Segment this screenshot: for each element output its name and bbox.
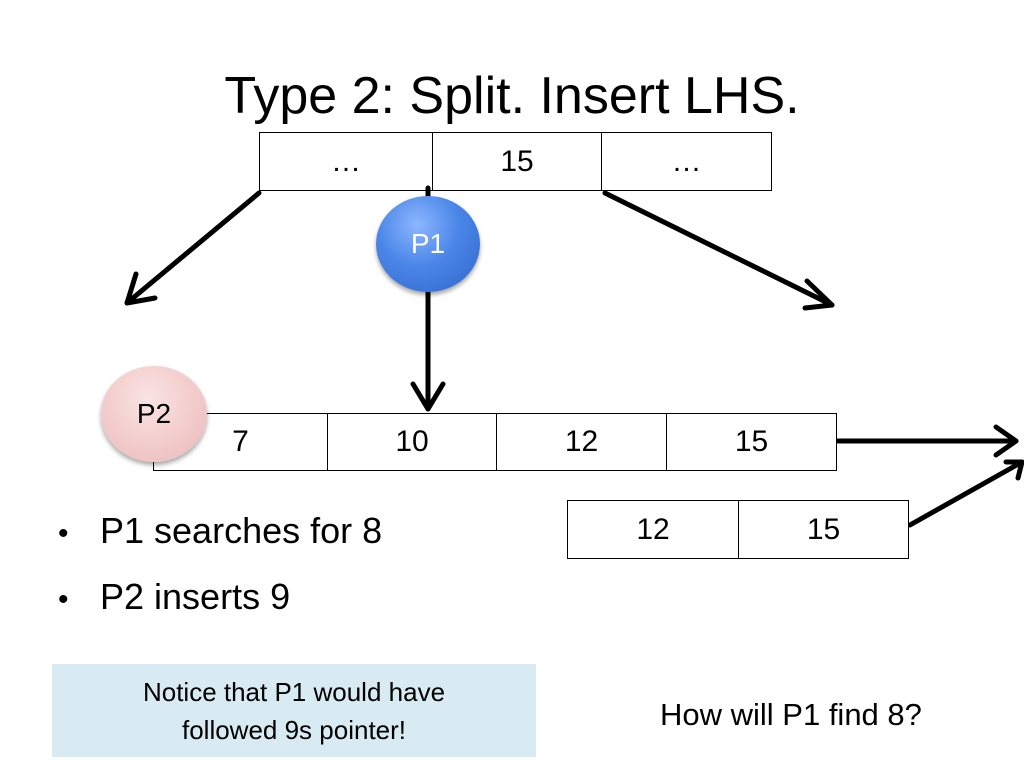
bullet-item: • P1 searches for 8 [58, 510, 382, 560]
bullet-text: P2 inserts 9 [100, 576, 291, 617]
new-leaf-key-cell: 12 [568, 501, 739, 558]
left-child-pointer-arrow [124, 190, 262, 306]
bullet-glyph: • [58, 517, 69, 550]
root-key-cell: 15 [433, 133, 602, 190]
leaf-key-cell: 10 [328, 414, 497, 470]
root-key-cell: … [260, 133, 433, 190]
leaf-key-cell: 7 [154, 414, 328, 470]
process-p2-marker: P2 [101, 366, 207, 462]
bullet-list: • P1 searches for 8 • P2 inserts 9 [58, 510, 382, 642]
new-leaf-key-cell: 15 [806, 512, 841, 546]
right-child-pointer-arrow [602, 190, 835, 311]
new-leaf-node: 12 15 [567, 500, 909, 559]
new-leaf-pointer-arrow [907, 459, 1024, 528]
next-leaf-pointer-arrow [835, 424, 1019, 458]
process-p1-marker: P1 [376, 196, 480, 292]
root-key-cell: … [671, 144, 702, 178]
bullet-glyph: • [58, 583, 69, 616]
leaf-key-cell: 15 [734, 425, 769, 458]
leaf-node: 7 10 12 15 [153, 413, 837, 471]
slide-title: Type 2: Split. Insert LHS. [224, 67, 800, 125]
question-text: How will P1 find 8? [660, 697, 922, 732]
leaf-key-cell: 12 [497, 414, 667, 470]
bullet-text: P1 searches for 8 [100, 510, 383, 551]
root-node: … 15 … [259, 132, 772, 191]
bullet-item: • P2 inserts 9 [58, 576, 382, 626]
note-callout: Notice that P1 would have followed 9s po… [52, 664, 536, 757]
